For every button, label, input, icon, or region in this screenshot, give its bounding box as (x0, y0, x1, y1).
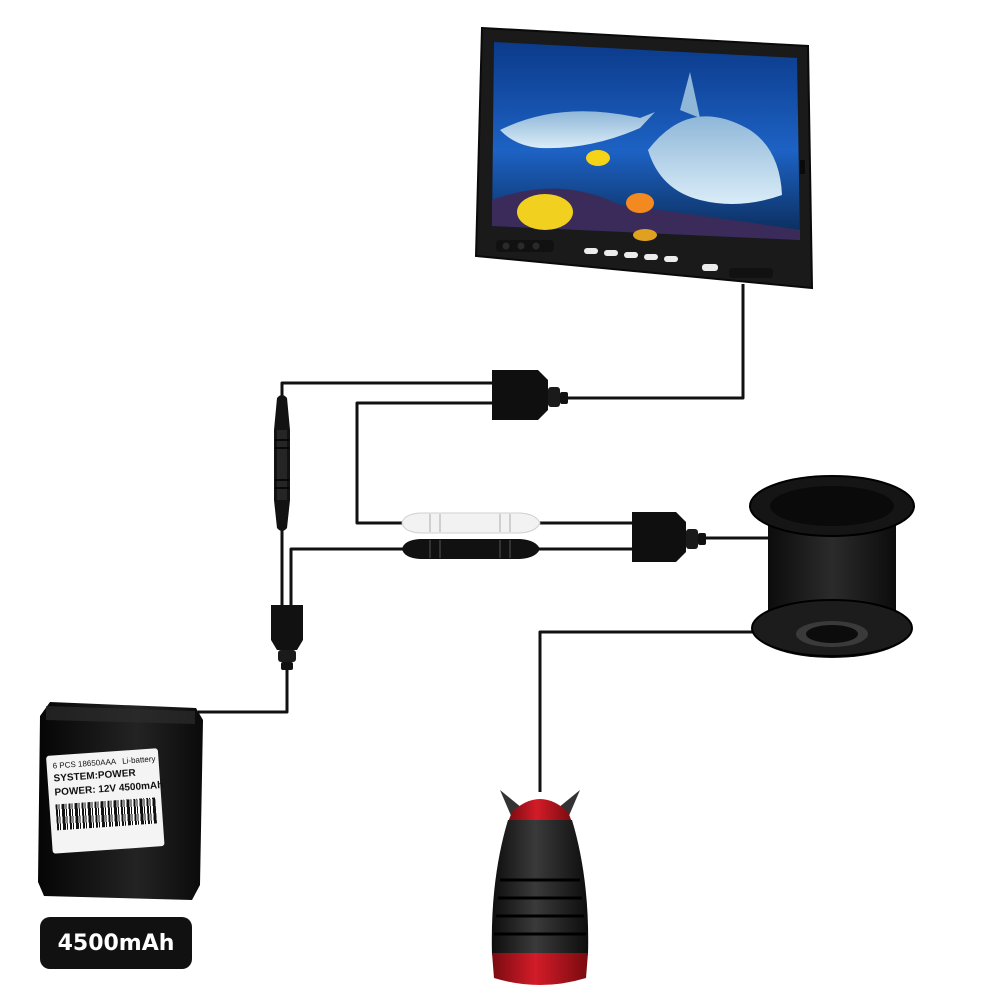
capacity-badge: 4500mAh (40, 917, 192, 969)
battery-cable (198, 668, 289, 714)
power-joint-connector (271, 605, 303, 670)
upper-branch-cable (280, 381, 496, 400)
black-link-cable (289, 547, 404, 610)
underwater-camera (491, 790, 589, 985)
inline-connector-black (402, 539, 540, 559)
dolphin-left (500, 111, 655, 149)
splitter-upper (492, 370, 568, 420)
cables (198, 284, 780, 792)
battery-spec-type: Li-battery (121, 754, 156, 766)
dolphin-right (648, 116, 782, 204)
monitor (474, 26, 814, 290)
battery-spec-cells: 6 PCS 18650AAA (52, 757, 117, 771)
inline-connector-vertical (274, 395, 290, 531)
splitter-lower (632, 512, 706, 562)
cable-reel (749, 475, 915, 658)
barcode (55, 797, 157, 831)
upper-branch-cable-2 (355, 401, 496, 525)
monitor-cable (566, 284, 745, 400)
inline-connector-white (401, 512, 541, 534)
camera-cable (538, 630, 758, 792)
